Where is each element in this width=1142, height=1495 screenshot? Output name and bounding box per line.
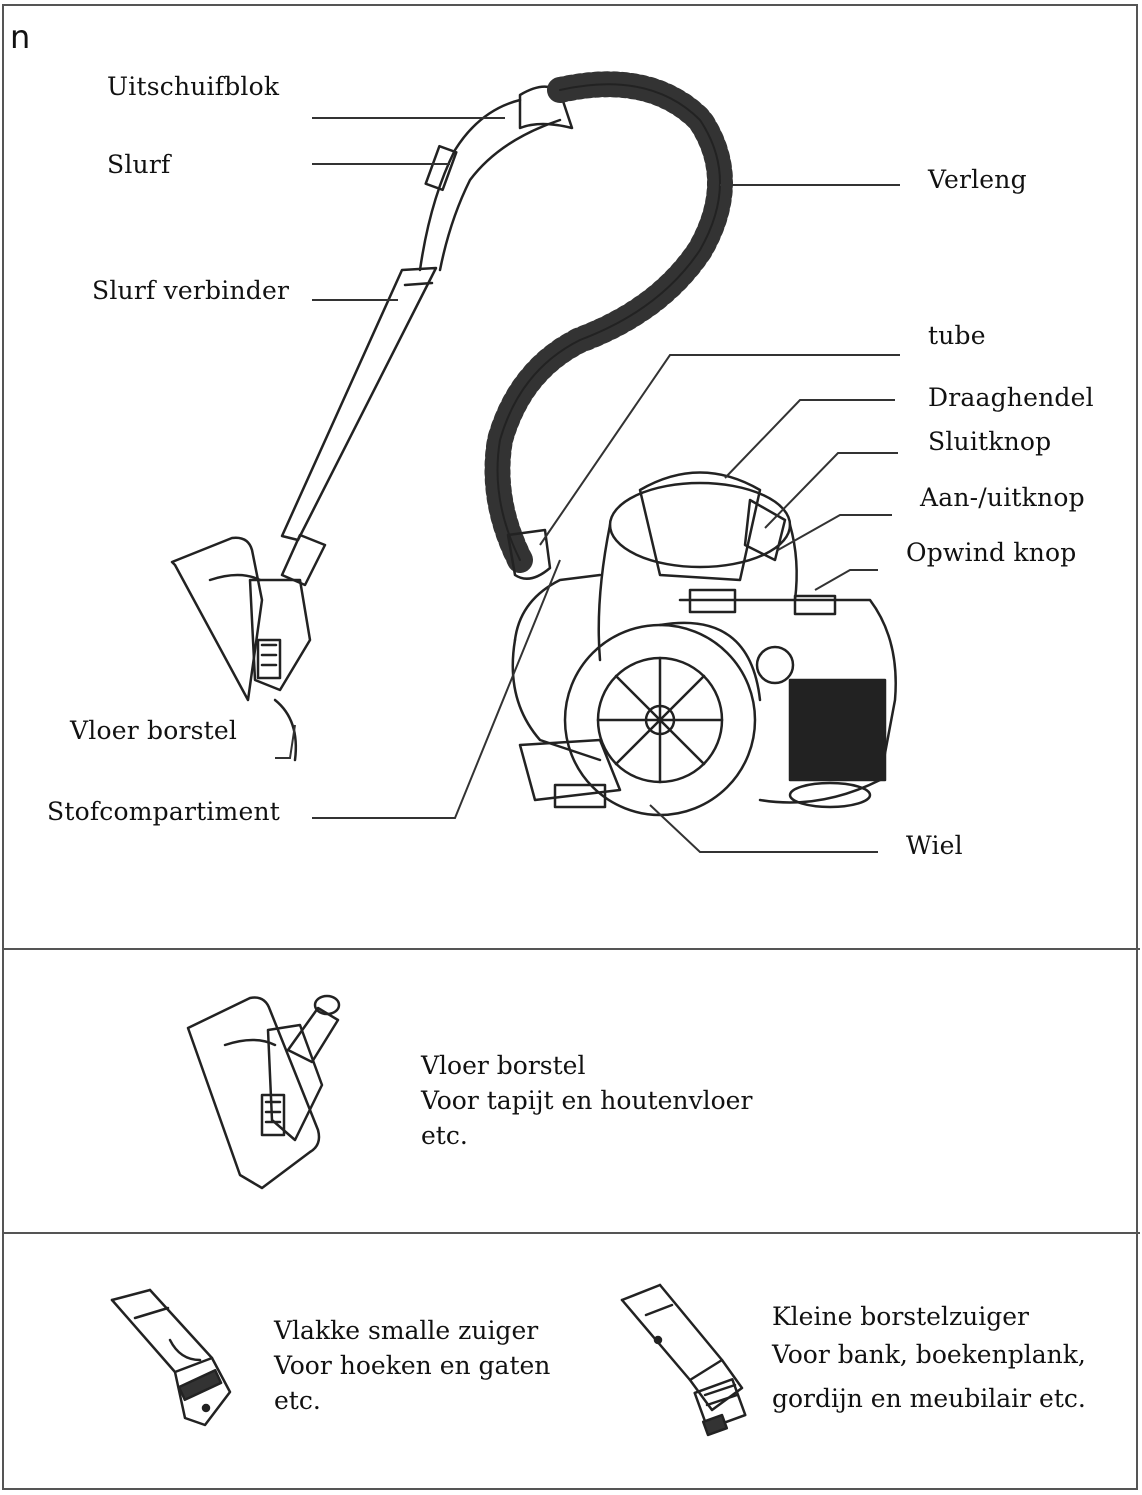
- leader-lines: [275, 117, 900, 853]
- leader-sluitknop: [764, 452, 898, 529]
- diagram-frame: [2, 4, 1138, 1490]
- leader-stofcompartiment: [312, 559, 561, 819]
- label-slurf: Slurf: [107, 150, 171, 179]
- crevice-tool-use: Voor hoeken en gaten: [274, 1351, 551, 1380]
- crevice-tool-description: Vlakke smalle zuiger Voor hoeken en gate…: [274, 1313, 550, 1418]
- small-brush-title: Kleine borstelzuiger: [772, 1302, 1029, 1331]
- crevice-tool-etc: etc.: [274, 1386, 321, 1415]
- leader-vloer-borstel: [275, 724, 296, 759]
- label-vloer-borstel: Vloer borstel: [70, 716, 238, 745]
- vacuum-cleaner-illustration: [170, 71, 897, 817]
- leader-wiel: [649, 804, 878, 853]
- floor-brush-description: Vloer borstel Voor tapijt en houtenvloer…: [421, 1048, 752, 1153]
- corner-letter: n: [10, 18, 31, 56]
- small-brush-etc: gordijn en meubilair etc.: [772, 1384, 1086, 1413]
- leader-draaghendel: [724, 399, 895, 479]
- label-sluitknop: Sluitknop: [928, 427, 1052, 456]
- label-tube: tube: [928, 321, 986, 350]
- label-wiel: Wiel: [906, 831, 963, 860]
- label-slurf-verbinder: Slurf verbinder: [92, 276, 290, 305]
- small-brush-use: Voor bank, boekenplank,: [772, 1340, 1086, 1369]
- section-divider-1: [2, 948, 1140, 950]
- floor-brush-title: Vloer borstel: [421, 1051, 586, 1080]
- floor-brush-use: Voor tapijt en houtenvloer: [421, 1086, 753, 1115]
- section-divider-2: [2, 1232, 1140, 1234]
- small-brush-description: Kleine borstelzuiger Voor bank, boekenpl…: [772, 1296, 1086, 1413]
- label-opwind-knop: Opwind knop: [906, 538, 1077, 567]
- label-aan-uitknop: Aan-/uitknop: [920, 483, 1085, 512]
- label-stofcompartiment: Stofcompartiment: [47, 797, 280, 826]
- crevice-tool-title: Vlakke smalle zuiger: [274, 1316, 539, 1345]
- label-draaghendel: Draaghendel: [928, 383, 1094, 412]
- label-uitschuifblok: Uitschuifblok: [107, 72, 280, 101]
- label-verleng: Verleng: [928, 165, 1027, 194]
- leader-tube: [539, 354, 900, 546]
- leader-opwind-knop: [814, 569, 878, 591]
- leader-aan-uitknop: [777, 514, 892, 551]
- floor-brush-etc: etc.: [421, 1121, 468, 1150]
